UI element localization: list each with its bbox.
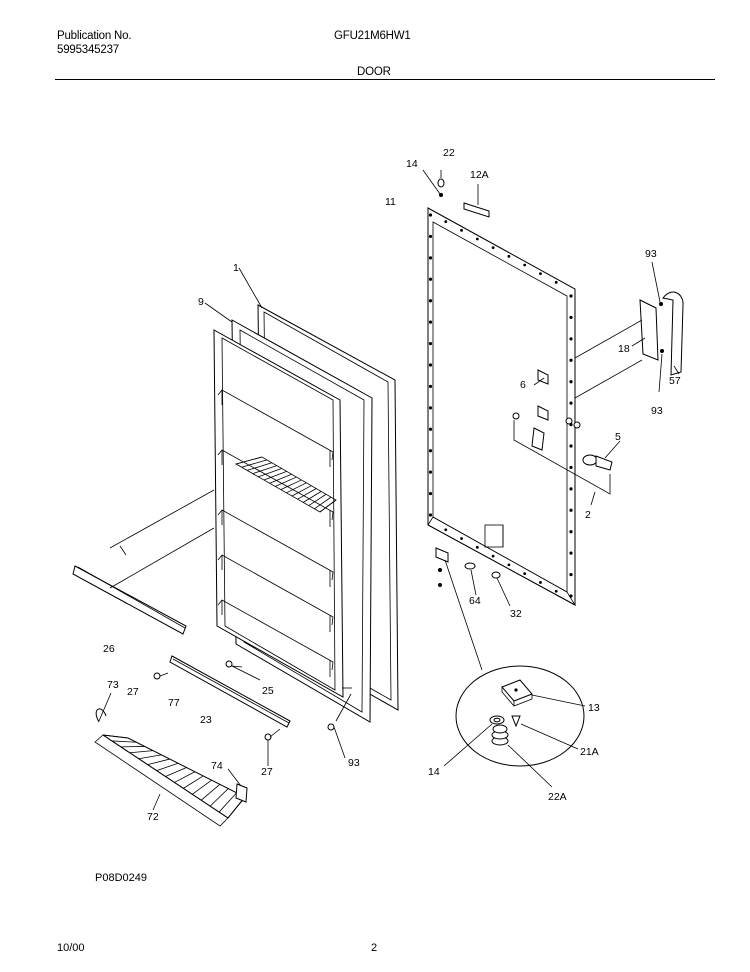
door-handle-parts — [574, 261, 684, 399]
callout-93-top: 93 — [645, 248, 657, 260]
top-hinge-parts — [422, 169, 490, 218]
part-callouts: 14 22 12A 11 93 1 9 18 57 93 6 5 2 64 32… — [103, 147, 681, 823]
callout-23: 23 — [200, 714, 212, 726]
callout-18: 18 — [618, 343, 630, 355]
latch-parts — [512, 369, 621, 506]
callout-57: 57 — [669, 375, 681, 387]
callout-93-low: 93 — [348, 757, 360, 769]
callout-74: 74 — [211, 760, 223, 772]
callout-12a: 12A — [470, 169, 489, 181]
callout-22a: 22A — [548, 791, 567, 803]
shelf-grille — [234, 456, 337, 513]
bottom-bar-parts — [153, 655, 352, 766]
callout-64: 64 — [469, 595, 481, 607]
callout-14-inset: 14 — [428, 766, 440, 778]
publication-number: 5995345237 — [57, 44, 119, 56]
panel-screw-holes — [428, 213, 573, 598]
callout-27-b: 27 — [261, 766, 273, 778]
door-rail-26 — [72, 489, 215, 635]
callout-93-mid: 93 — [651, 405, 663, 417]
callout-5: 5 — [615, 431, 621, 443]
callout-73: 73 — [107, 679, 119, 691]
outer-door-panel — [427, 207, 577, 607]
bottom-hinge-parts — [435, 547, 511, 671]
callout-13: 13 — [588, 702, 600, 714]
callout-11: 11 — [385, 196, 396, 208]
footer-date: 10/00 — [57, 942, 85, 954]
callout-72: 72 — [147, 811, 159, 823]
callout-21a: 21A — [580, 746, 599, 758]
callout-77: 77 — [168, 697, 180, 709]
callout-22: 22 — [443, 147, 455, 159]
section-title: DOOR — [357, 66, 391, 78]
callout-25: 25 — [262, 685, 274, 697]
inner-door-liner — [204, 267, 399, 723]
callout-2: 2 — [585, 509, 591, 521]
page-number: 2 — [371, 942, 378, 954]
drawing-code: P08D0249 — [95, 872, 147, 884]
header-rule — [55, 79, 715, 80]
callout-32: 32 — [510, 608, 522, 620]
hinge-detail-inset — [443, 665, 586, 788]
publication-label: Publication No. — [57, 30, 132, 42]
callout-26: 26 — [103, 643, 115, 655]
model-number: GFU21M6HW1 — [334, 30, 411, 42]
callout-14-top: 14 — [406, 158, 418, 170]
callout-9: 9 — [198, 296, 204, 308]
callout-27-a: 27 — [127, 686, 139, 698]
callout-6: 6 — [520, 379, 526, 391]
callout-1: 1 — [233, 262, 239, 274]
door-basket — [94, 692, 248, 827]
door-shelves — [217, 389, 334, 677]
